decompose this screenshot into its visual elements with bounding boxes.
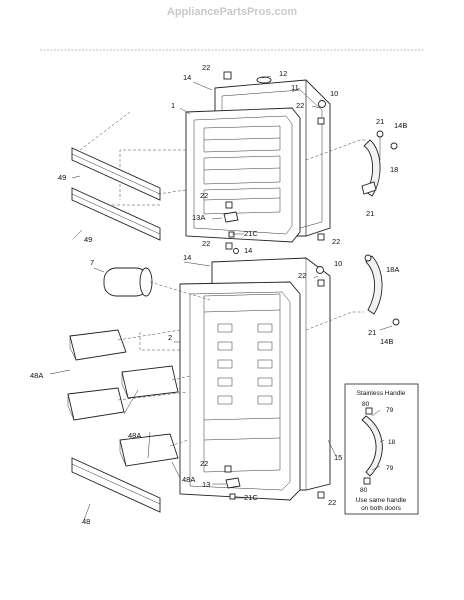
- label-21: 21: [376, 117, 384, 126]
- liner-ribs: [203, 309, 281, 441]
- label-22: 22: [200, 459, 208, 468]
- screw-22-lower-right: [317, 279, 325, 287]
- upper-hinge-plate: [361, 181, 377, 195]
- screw-22-mid: [225, 201, 233, 209]
- upper-handle: [361, 130, 398, 197]
- lower-handle-bar: [365, 255, 383, 315]
- inset-screw-bottom: [363, 477, 371, 485]
- lower-handle: [364, 254, 400, 326]
- label-22: 22: [202, 239, 210, 248]
- upper-handle-cap-top: [376, 130, 384, 138]
- inset-label-79: 79: [386, 465, 394, 472]
- label-22: 22: [332, 237, 340, 246]
- inset-title: Stainless Handle: [357, 390, 406, 397]
- hinge-13: [225, 477, 241, 489]
- label-1: 1: [171, 101, 175, 110]
- label-49: 49: [58, 173, 66, 182]
- watermark-text: AppliancePartsPros.com: [167, 6, 297, 18]
- bushing-10-lower: [316, 266, 324, 274]
- screw-22-lower-bottom: [317, 491, 325, 499]
- label-49: 49: [84, 235, 92, 244]
- upper-handle-cap-side: [390, 142, 398, 150]
- label-14: 14: [183, 73, 191, 82]
- bin-48A-1: [69, 329, 127, 361]
- label-14: 14: [183, 253, 191, 262]
- label-22: 22: [298, 271, 306, 280]
- part-labels: 22 12 14 11 10 22 1 21 14B 18 49 22 13A …: [30, 63, 407, 526]
- label-12: 12: [279, 69, 287, 78]
- freezer-door-assembly: [100, 79, 366, 243]
- label-21C: 21C: [244, 229, 258, 238]
- label-10: 10: [334, 259, 342, 268]
- label-22: 22: [200, 191, 208, 200]
- label-48A: 48A: [128, 431, 141, 440]
- bushing-14-lower: [233, 248, 239, 254]
- bushing-10-top: [318, 100, 326, 108]
- label-14B: 14B: [394, 121, 407, 130]
- lower-handle-cap-top: [364, 254, 372, 262]
- label-22: 22: [328, 498, 336, 507]
- screw-22-top: [223, 71, 232, 80]
- screw-21C-top: [228, 231, 235, 238]
- inset-note-line-1: Use same handle: [356, 497, 407, 504]
- label-18: 18: [390, 165, 398, 174]
- screw-22-lower-top: [225, 242, 233, 250]
- inset-label-80: 80: [360, 487, 368, 494]
- inset-screw-top: [365, 407, 373, 415]
- screw-22-lower-mid: [224, 465, 232, 473]
- freezer-door-shelves: [71, 111, 187, 241]
- label-48A: 48A: [182, 475, 195, 484]
- hinge-cover-12: [256, 76, 272, 84]
- label-48A: 48A: [30, 371, 43, 380]
- bin-48A-2: [121, 365, 179, 399]
- screw-22-right: [317, 117, 325, 125]
- upper-handle-bar: [363, 139, 381, 197]
- lower-handle-cap-side: [392, 318, 400, 326]
- label-18A: 18A: [386, 265, 399, 274]
- screw-21C-bottom: [229, 493, 236, 500]
- stainless-handle-inset: Stainless Handle 80 79 18 79 80 Use same…: [344, 383, 419, 515]
- label-14: 14: [244, 246, 252, 255]
- inset-label-80: 80: [362, 401, 370, 408]
- label-21: 21: [366, 209, 374, 218]
- label-15: 15: [334, 453, 342, 462]
- label-48: 48: [82, 517, 90, 526]
- label-22: 22: [296, 101, 304, 110]
- dairy-cover-7: [103, 267, 211, 301]
- freezer-gasket: [185, 107, 301, 243]
- fresh-food-door-assembly: [139, 257, 364, 501]
- label-13: 13: [202, 480, 210, 489]
- label-21C: 21C: [244, 493, 258, 502]
- inset-label-18: 18: [388, 439, 396, 446]
- label-leaders: [49, 75, 393, 521]
- label-2: 2: [168, 333, 172, 342]
- label-13A: 13A: [192, 213, 205, 222]
- label-22: 22: [202, 63, 210, 72]
- label-7: 7: [90, 258, 94, 267]
- hinge-13A: [223, 211, 239, 223]
- inset-handle-bar: [361, 415, 383, 477]
- label-21: 21: [368, 328, 376, 337]
- label-11: 11: [291, 83, 299, 92]
- bin-48A-3: [67, 387, 125, 421]
- label-10: 10: [330, 89, 338, 98]
- door-bins: [67, 329, 191, 513]
- fresh-food-gasket: [179, 281, 301, 501]
- bin-48A-4: [119, 433, 179, 467]
- label-14B: 14B: [380, 337, 393, 346]
- screw-22-bottom-upper: [317, 233, 325, 241]
- bin-48: [71, 457, 161, 513]
- inset-note-line-2: on both doors: [361, 505, 402, 512]
- inset-label-79: 79: [386, 407, 394, 414]
